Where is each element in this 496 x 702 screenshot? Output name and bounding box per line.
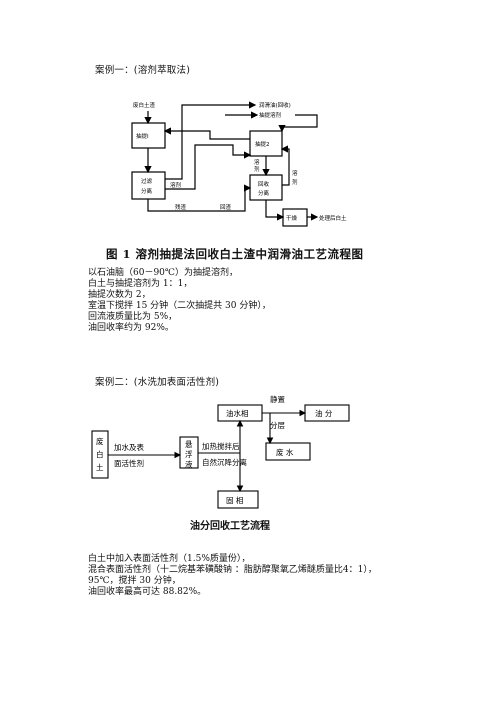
treated-clay-label: 处理后白土: [319, 214, 347, 222]
oil-water-phase-label: 油水相: [226, 408, 249, 418]
extract-solvent-label: 抽提溶剂: [259, 111, 282, 119]
recovery-sep-label-1: 回收: [258, 180, 270, 188]
case1-line: 室温下搅拌 15 分钟（二次抽提共 30 分钟），: [88, 301, 271, 311]
residue-label: 残渣: [175, 203, 187, 211]
extract1-label: 抽提Ⅰ: [136, 132, 149, 140]
add-water-label-2: 面活性剂: [114, 458, 144, 468]
case2-line: 白土中加入表面活性剂（1.5%质量份），: [88, 554, 251, 564]
waste-clay-label: 废白土渣: [133, 101, 156, 109]
case2-line: 油回收率最高可达 88.82%。: [88, 587, 207, 597]
extract2-label: 抽提2: [255, 140, 270, 148]
slurry-char-1: 悬: [185, 440, 193, 449]
recovery-solvent-char-2: 剂: [292, 178, 298, 186]
case1-heading: 案例一：(溶剂萃取法): [95, 65, 191, 76]
standing-label: 静置: [270, 394, 285, 404]
oil-label: 油 分: [315, 408, 333, 418]
recovery-sep-label-2: 分离: [258, 189, 270, 197]
case2-line: 95℃，搅拌 30 分钟，: [88, 576, 181, 586]
case1-line: 油回收率约为 92%。: [88, 323, 174, 333]
extract2-solvent-char-1: 溶: [254, 158, 260, 166]
waste-clay-char-2: 白: [96, 449, 104, 459]
waste-clay-char-1: 废: [96, 436, 104, 446]
case2-line: 混合表面活性剂（十二烷基苯磺酸钠 ：脂肪醇聚氧乙烯醚质量比4：1），: [88, 565, 377, 575]
case1-line: 以石油脑（60－90℃）为抽提溶剂，: [88, 268, 238, 278]
extract2-solvent-char-2: 剂: [254, 165, 260, 173]
case2-heading: 案例二：(水洗加表面活性剂): [95, 377, 220, 388]
case1-params: 以石油脑（60－90℃）为抽提溶剂， 白土与抽提溶剂为 1：1， 抽提次数为 2…: [88, 268, 271, 334]
case1-line: 抽提次数为 2，: [88, 290, 151, 300]
layering-label: 分层: [270, 421, 285, 430]
slurry-char-2: 浮: [185, 449, 193, 459]
dry-label: 干燥: [286, 214, 298, 222]
settle-label: 自然沉降分离: [202, 457, 247, 467]
lube-recovery-label: 润滑油(回收): [259, 101, 291, 109]
waste-clay-char-3: 土: [96, 462, 104, 472]
heat-stir-label: 加热搅拌后: [202, 441, 240, 451]
case1-line: 回流液质量比为 5%，: [88, 312, 178, 322]
solid-phase-label: 固 相: [226, 495, 243, 505]
waste-water-label: 废 水: [276, 447, 294, 457]
waste-water-box: [265, 442, 311, 461]
case1-line: 白土与抽提溶剂为 1：1，: [88, 279, 193, 289]
recovery-solvent-char-1: 溶: [292, 169, 298, 177]
recycle-residue-label: 回渣: [220, 203, 232, 211]
add-water-label-1: 加水及表: [114, 442, 144, 452]
filter-sep-label-2: 分离: [141, 187, 153, 195]
solvent-label: 溶剂: [170, 181, 182, 189]
filter-sep-label-1: 过滤: [141, 177, 153, 185]
slurry-char-3: 液: [185, 459, 193, 469]
oil-recovery-flow-diagram: 废 白 土 加水及表 面活性剂 悬 浮 液 加热搅拌后 自然沉降分离 油水相 静…: [91, 394, 350, 509]
figure2-caption: 油分回收工艺流程: [190, 521, 270, 532]
solvent-extraction-flow-diagram: 废白土渣 抽提Ⅰ 过滤 分离 溶剂 残渣 润滑油(回收) 抽提溶剂 抽提2 溶 …: [131, 101, 347, 227]
figure1-caption: 图 1 溶剂抽提法回收白土渣中润滑油工艺流程图: [106, 247, 364, 261]
case2-params: 白土中加入表面活性剂（1.5%质量份）， 混合表面活性剂（十二烷基苯磺酸钠 ：脂…: [88, 554, 377, 598]
